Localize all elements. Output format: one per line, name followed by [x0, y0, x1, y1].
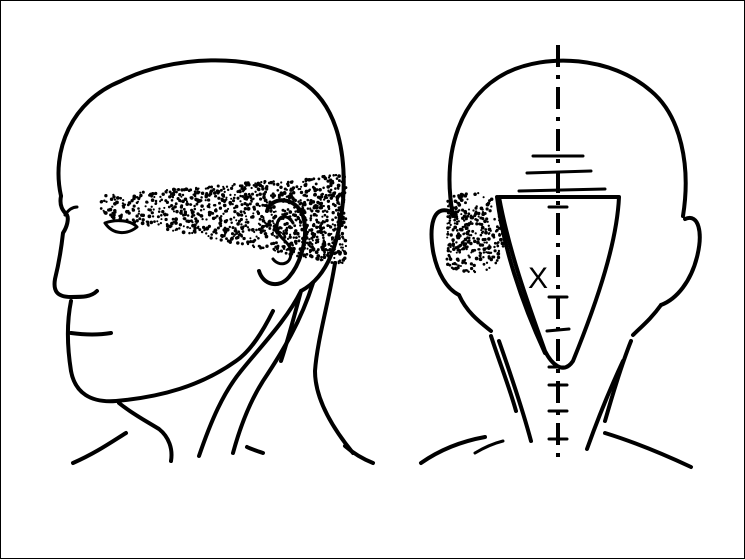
posterior-neck-right: [605, 341, 631, 421]
posterior-referral-stipple: [446, 192, 505, 273]
lateral-back-shoulder: [345, 446, 373, 463]
trigger-point-marker: X: [528, 262, 548, 295]
posterior-right-ear: [661, 218, 700, 305]
posterior-head-view: X: [421, 45, 700, 467]
lateral-eyebrow: [65, 207, 77, 215]
lateral-shoulder: [73, 433, 126, 463]
posterior-shoulder-left: [421, 437, 485, 463]
posterior-occipital-line-3: [519, 189, 605, 191]
lateral-neck-base: [247, 447, 263, 453]
lateral-neck-back: [315, 263, 353, 453]
posterior-small-mark: [475, 441, 503, 453]
lateral-referral-stipple: [100, 174, 348, 265]
posterior-right-jaw: [633, 305, 661, 335]
posterior-vertebral-ticks: [547, 207, 569, 439]
lateral-mouth-line: [71, 333, 111, 335]
lateral-chin-jaw: [68, 301, 273, 401]
lateral-eye: [105, 221, 137, 233]
posterior-occipital-line-2: [527, 171, 591, 173]
lateral-head-view: [55, 60, 373, 463]
posterior-shoulder-right: [605, 433, 691, 467]
posterior-skull-outline: [450, 61, 686, 216]
posterior-left-jaw: [459, 295, 491, 331]
posterior-left-trapezius: [499, 341, 531, 441]
lateral-face-profile: [55, 196, 97, 297]
